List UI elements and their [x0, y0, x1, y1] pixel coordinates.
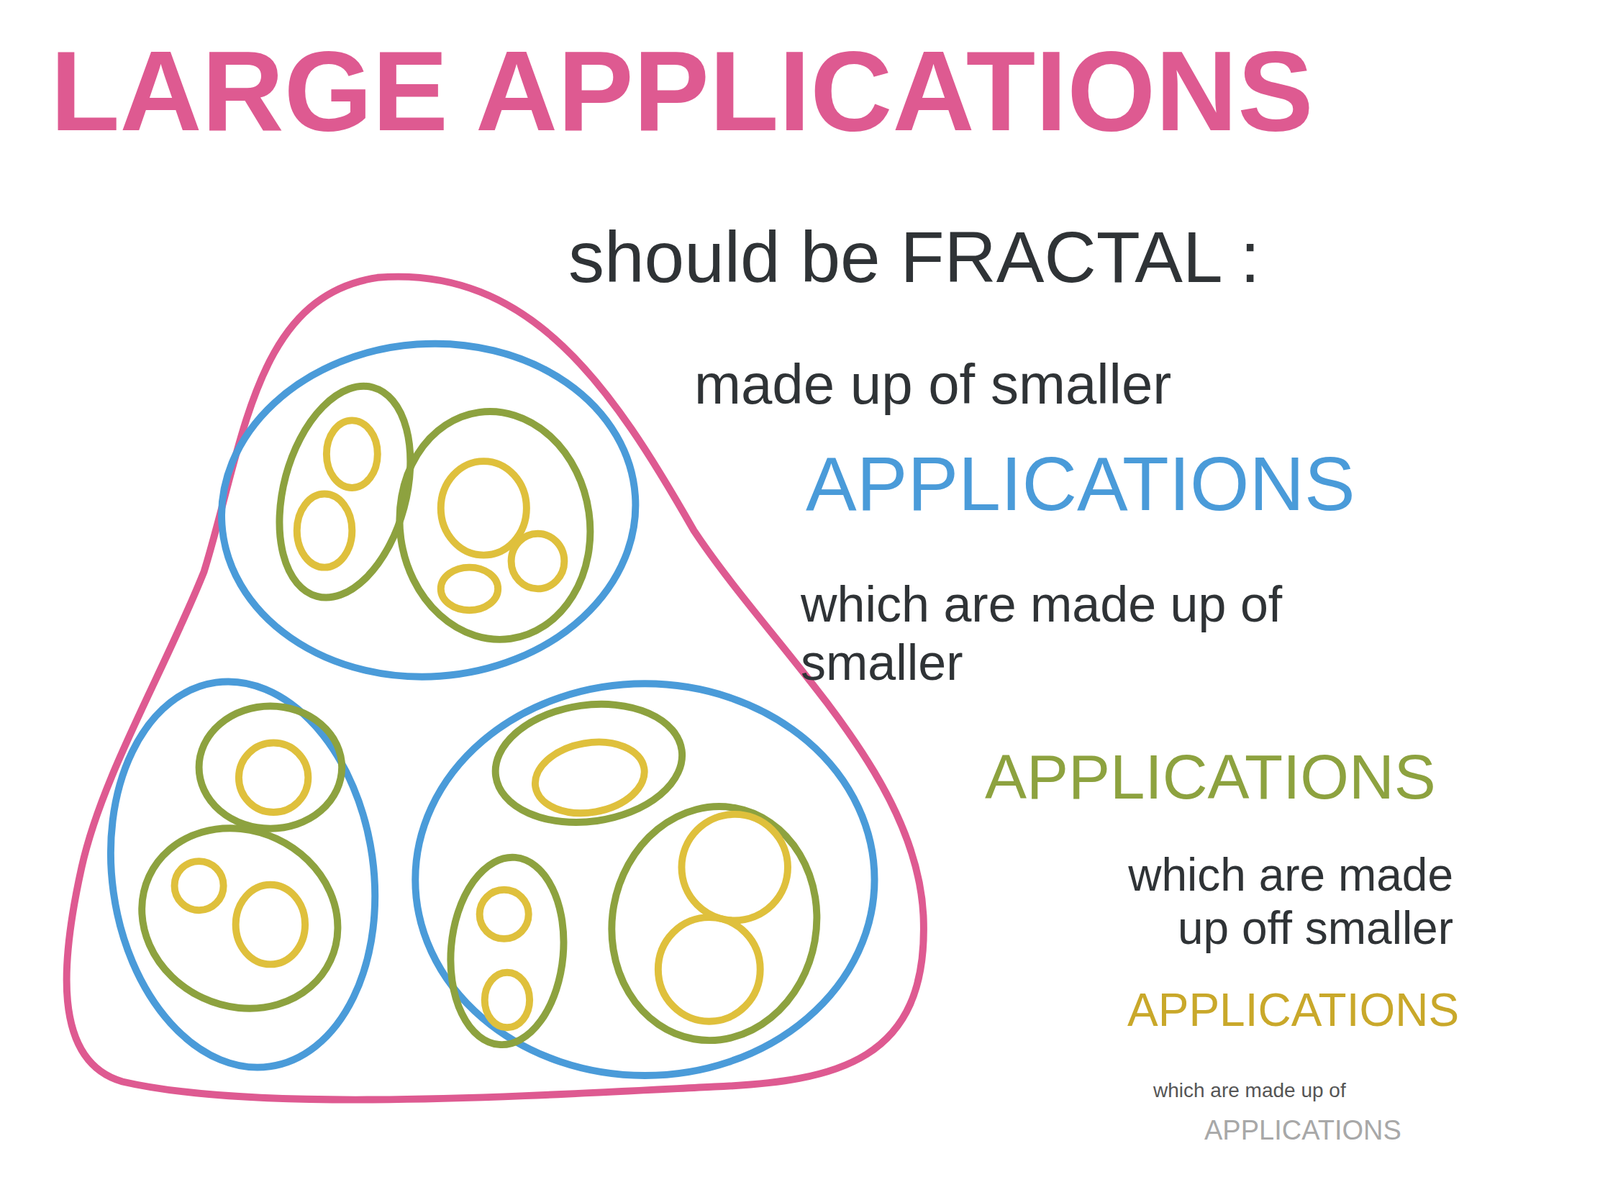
blue-blob — [210, 329, 647, 690]
yellow-blob — [441, 567, 498, 611]
description-text: which are made up of smaller — [800, 575, 1449, 692]
yellow-blob — [326, 420, 378, 488]
yellow-blob — [238, 743, 308, 813]
yellow-blob — [235, 884, 306, 965]
yellow-blob — [484, 972, 530, 1029]
title: LARGE APPLICATIONS — [50, 25, 1314, 157]
blue-blob — [415, 683, 875, 1076]
yellow-blob — [441, 461, 527, 555]
green-blob — [487, 692, 690, 834]
level-label: APPLICATIONS — [984, 741, 1436, 813]
yellow-blobs — [174, 420, 788, 1028]
green-blob — [443, 852, 572, 1050]
green-blob — [593, 789, 836, 1057]
blue-blob — [86, 664, 400, 1085]
description-text: which are made up of — [1153, 1079, 1347, 1103]
description-text: which are made up off smaller — [1079, 848, 1454, 955]
green-blob — [384, 399, 605, 652]
blue-blobs — [86, 329, 875, 1085]
level-label: APPLICATIONS — [805, 440, 1356, 529]
description-text: made up of smaller — [694, 352, 1172, 418]
yellow-blob — [511, 533, 565, 590]
yellow-blob — [174, 861, 224, 911]
yellow-blob — [297, 493, 353, 567]
yellow-blob — [529, 733, 651, 822]
green-blob — [199, 706, 343, 829]
yellow-blob — [658, 917, 761, 1022]
yellow-blob — [681, 814, 788, 921]
yellow-blob — [479, 889, 529, 939]
subtitle: should be FRACTAL : — [568, 215, 1261, 299]
level-label: APPLICATIONS — [1204, 1115, 1402, 1147]
green-blob — [112, 796, 368, 1041]
green-blobs — [112, 371, 836, 1057]
level-label: APPLICATIONS — [1127, 984, 1459, 1038]
